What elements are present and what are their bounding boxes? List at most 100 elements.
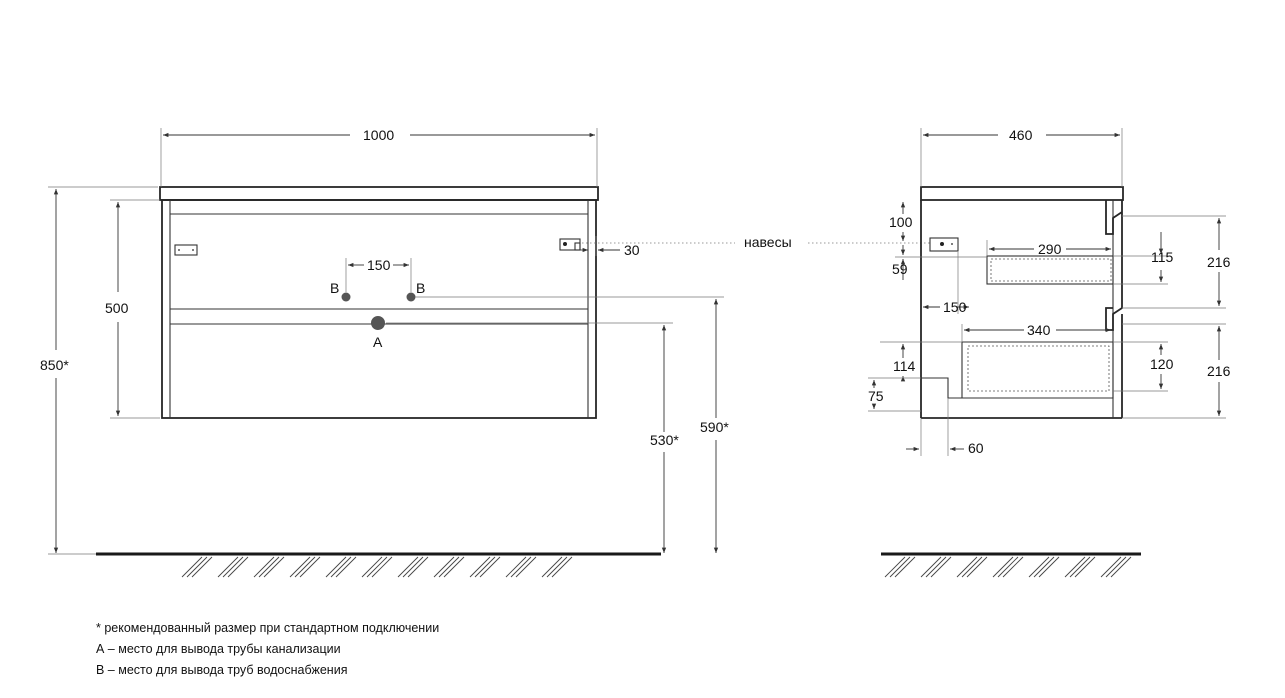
siphon-notch — [921, 377, 962, 399]
hatch-line — [894, 556, 916, 578]
dim-drawer-top-depth: 290 — [1038, 241, 1062, 257]
drain-label: A — [373, 334, 383, 350]
hatch-line — [407, 556, 429, 578]
hatch-line — [930, 556, 952, 578]
hatch-line — [1069, 556, 1091, 578]
dim-pipe-spacing: 150 — [367, 257, 391, 273]
hatch-line — [330, 556, 352, 578]
hatch-line — [925, 556, 947, 578]
side-floor-hatch — [884, 556, 1132, 578]
hinge-bracket-left — [174, 244, 198, 256]
dim-hinge-depth: 150 — [943, 299, 967, 315]
hatch-line — [1002, 556, 1024, 578]
hatch-line — [997, 556, 1019, 578]
hatch-line — [191, 556, 213, 578]
front-cabinet-body — [161, 199, 597, 419]
dim-hinge-height: 59 — [892, 261, 908, 277]
dim-notch-width: 60 — [968, 440, 984, 456]
hatch-line — [1074, 556, 1096, 578]
supply-label-left: B — [330, 280, 339, 296]
dim-width: 1000 — [363, 127, 394, 143]
hatch-line — [294, 556, 316, 578]
hatch-line — [966, 556, 988, 578]
dim-notch-height: 114 — [893, 358, 916, 374]
hatch-line — [289, 556, 311, 578]
hatch-line — [258, 556, 280, 578]
hatch-line — [510, 556, 532, 578]
supply-point-left — [341, 292, 351, 302]
hatch-line — [361, 556, 383, 578]
hatch-line — [546, 556, 568, 578]
hatch-line — [956, 556, 978, 578]
drain-point — [371, 316, 385, 330]
hatch-line — [515, 556, 537, 578]
hatch-line — [397, 556, 419, 578]
note-drain: А – место для вывода трубы канализации — [96, 642, 341, 656]
dim-total-height: 850* — [40, 357, 69, 373]
lower-drawer — [961, 341, 1114, 399]
hatch-line — [505, 556, 527, 578]
hatch-line — [479, 556, 501, 578]
dim-drawer-bottom-depth: 340 — [1027, 322, 1051, 338]
side-view: 460 100 59 150 290 340 115 — [868, 127, 1231, 578]
dim-bracket-offset: 30 — [624, 242, 640, 258]
hatch-line — [541, 556, 563, 578]
hatch-line — [1105, 556, 1127, 578]
hatch-line — [551, 556, 573, 578]
hinges-label: навесы — [744, 234, 792, 250]
hatch-line — [299, 556, 321, 578]
hinge-bracket-right — [559, 238, 581, 251]
hatch-line — [186, 556, 208, 578]
hatch-line — [227, 556, 249, 578]
dim-drawer-top-height: 115 — [1151, 249, 1174, 265]
hatch-line — [438, 556, 460, 578]
dim-height-body: 500 — [105, 300, 129, 316]
upper-drawer — [986, 255, 1114, 285]
hatch-line — [1028, 556, 1050, 578]
hatch-line — [992, 556, 1014, 578]
dim-drain-height: 530* — [650, 432, 679, 448]
hatch-line — [402, 556, 424, 578]
hatch-line — [217, 556, 239, 578]
hatch-line — [366, 556, 388, 578]
hatch-line — [1038, 556, 1060, 578]
hatch-line — [433, 556, 455, 578]
supply-point-right — [406, 292, 416, 302]
note-recommended: * рекомендованный размер при стандартном… — [96, 621, 440, 635]
legend-notes: * рекомендованный размер при стандартном… — [96, 618, 439, 681]
hatch-line — [335, 556, 357, 578]
hatch-line — [222, 556, 244, 578]
hatch-line — [474, 556, 496, 578]
hatch-line — [920, 556, 942, 578]
dim-top-offset: 100 — [889, 214, 913, 230]
dim-drawer-bottom-front: 216 — [1207, 363, 1231, 379]
side-hinge-bracket — [929, 237, 959, 252]
hatch-line — [961, 556, 983, 578]
front-countertop — [159, 186, 599, 201]
hatch-line — [1110, 556, 1132, 578]
dim-supply-height: 590* — [700, 419, 729, 435]
front-floor-hatch — [181, 556, 573, 578]
dim-notch-base: 75 — [868, 388, 884, 404]
hatch-line — [1064, 556, 1086, 578]
side-facade-profile — [1105, 200, 1123, 418]
hatch-line — [371, 556, 393, 578]
hatch-line — [1033, 556, 1055, 578]
hatch-line — [443, 556, 465, 578]
dim-drawer-top-front: 216 — [1207, 254, 1231, 270]
front-view: B B A 1000 500 850* 150 30 — [40, 127, 729, 578]
dim-depth: 460 — [1009, 127, 1033, 143]
hatch-line — [181, 556, 203, 578]
hatch-line — [884, 556, 906, 578]
hatch-line — [1100, 556, 1122, 578]
hatch-line — [253, 556, 275, 578]
hatch-line — [889, 556, 911, 578]
note-supply: В – место для вывода труб водоснабжения — [96, 663, 348, 677]
dim-drawer-bottom-height: 120 — [1150, 356, 1174, 372]
hatch-line — [263, 556, 285, 578]
hatch-line — [325, 556, 347, 578]
supply-label-right: B — [416, 280, 425, 296]
side-countertop — [920, 186, 1124, 201]
hatch-line — [469, 556, 491, 578]
